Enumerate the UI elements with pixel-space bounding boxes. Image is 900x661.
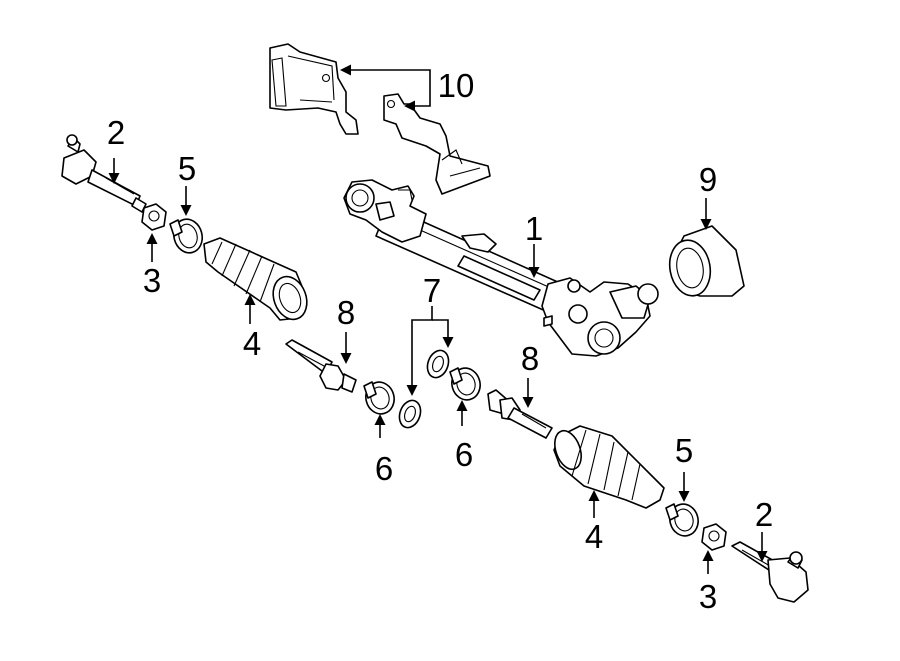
callout-4a: 4 — [243, 325, 261, 362]
bracket-right — [383, 93, 491, 195]
steering-rack — [343, 179, 659, 357]
leader-8b — [522, 378, 534, 408]
leader-3b — [702, 550, 714, 574]
leader-5b — [678, 472, 690, 502]
leader-1 — [528, 244, 540, 278]
leader-2b — [756, 532, 768, 562]
washer-lower — [398, 399, 422, 429]
clamp-inner-left — [363, 381, 395, 415]
callout-8b: 8 — [521, 340, 539, 377]
leader-5a — [180, 186, 192, 216]
leader-9 — [700, 198, 712, 230]
tie-rod-end-left — [61, 134, 147, 213]
inner-tie-rod-right — [487, 389, 553, 439]
callout-5a: 5 — [178, 150, 196, 187]
callout-5b: 5 — [675, 432, 693, 469]
callout-2a: 2 — [107, 114, 125, 151]
leader-4a — [244, 294, 256, 324]
bracket-left — [269, 43, 359, 135]
callout-2b: 2 — [755, 496, 773, 533]
callout-6b: 6 — [455, 436, 473, 473]
clamp-left — [169, 218, 204, 254]
leader-2a — [108, 158, 120, 184]
leader-8a — [340, 332, 352, 364]
inner-tie-rod-left — [285, 339, 357, 393]
callout-9: 9 — [699, 161, 717, 198]
leader-6b — [456, 400, 468, 426]
dust-cover — [668, 225, 745, 297]
leader-3a — [146, 233, 158, 262]
callout-3b: 3 — [699, 578, 717, 615]
bellows-boot-left — [203, 237, 308, 321]
leader-6a — [374, 414, 386, 438]
callout-6a: 6 — [375, 450, 393, 487]
clamp-right — [665, 503, 699, 537]
nut-right — [701, 523, 727, 551]
bellows-boot-right — [553, 425, 665, 509]
leader-7 — [406, 306, 454, 396]
washer-upper — [426, 349, 450, 379]
callout-10: 10 — [438, 67, 475, 104]
leader-10 — [340, 64, 431, 112]
tie-rod-end-right — [731, 541, 809, 603]
callout-1: 1 — [525, 210, 543, 247]
callout-7: 7 — [423, 272, 441, 309]
callout-8a: 8 — [337, 294, 355, 331]
clamp-inner-right — [449, 367, 481, 401]
nut-left — [141, 203, 167, 231]
leader-4b — [588, 490, 600, 518]
callout-4b: 4 — [585, 518, 603, 555]
callout-3a: 3 — [143, 262, 161, 299]
